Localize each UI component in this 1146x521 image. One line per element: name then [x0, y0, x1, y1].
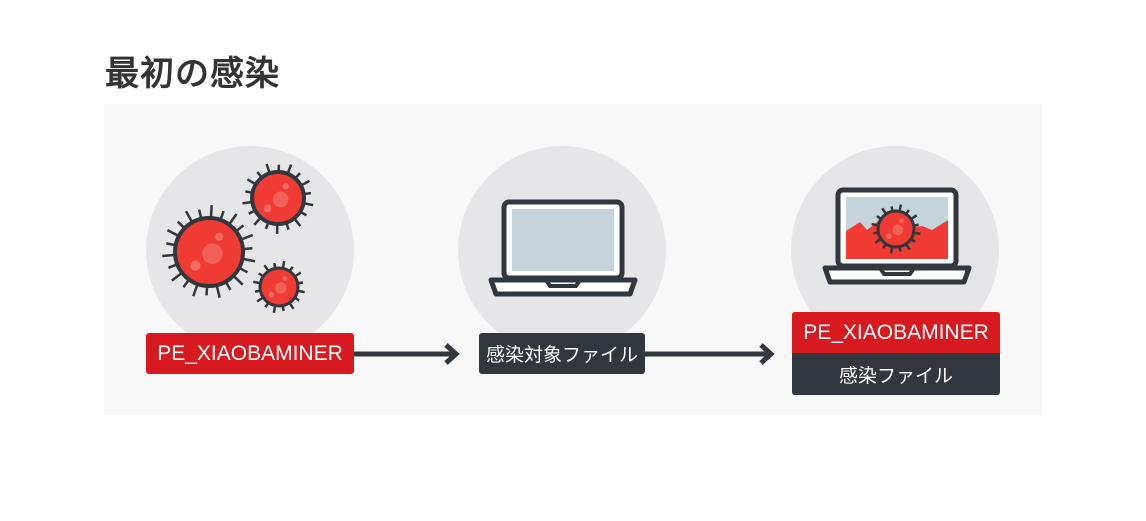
arrow-right-icon [354, 343, 460, 365]
virus-icon [242, 163, 314, 234]
virus-icon [871, 204, 921, 254]
step-3-malware-name: PE_XIAOBAMINER [792, 312, 1000, 353]
step-3-label: PE_XIAOBAMINER 感染ファイル [792, 312, 1000, 395]
step-1-label: PE_XIAOBAMINER [146, 333, 354, 374]
infected-laptop-icon [822, 187, 972, 285]
arrow-right-icon [645, 343, 775, 365]
step-3-sublabel: 感染ファイル [792, 353, 1000, 395]
virus-icon [162, 205, 256, 298]
laptop-icon [488, 199, 638, 297]
virus-icon [253, 261, 305, 313]
page-title: 最初の感染 [105, 55, 280, 93]
step-2-label: 感染対象ファイル [479, 333, 645, 374]
